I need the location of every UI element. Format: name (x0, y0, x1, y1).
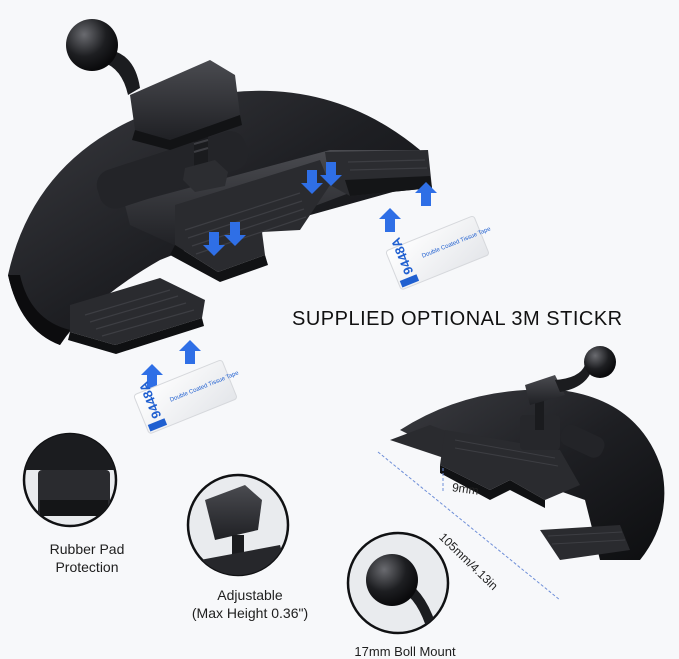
main-mount (8, 19, 437, 388)
rubber-pad-line2: Protection (55, 559, 119, 575)
sticker-upper: 9448A Double Coated Tissue Tape (385, 215, 492, 290)
adjustable-line2: (Max Height 0.36") (191, 605, 309, 621)
adjustable-caption: Adjustable (Max Height 0.36") (160, 586, 340, 622)
sticker-lower: 9448A Double Coated Tissue Tape (133, 359, 240, 434)
dimension-mount (377, 346, 665, 601)
ball-mount-caption: 17mm Boll Mount (354, 644, 456, 659)
rubber-pad-caption: Rubber Pad Protection (22, 540, 152, 576)
headline: SUPPLIED OPTIONAL 3M STICKR (292, 308, 623, 330)
adjustable-line1: Adjustable (217, 587, 283, 603)
detail-adjustable (186, 473, 290, 577)
rubber-pad-line1: Rubber Pad (49, 541, 125, 557)
detail-rubber-pad (22, 432, 118, 528)
detail-ball-mount (346, 531, 450, 635)
